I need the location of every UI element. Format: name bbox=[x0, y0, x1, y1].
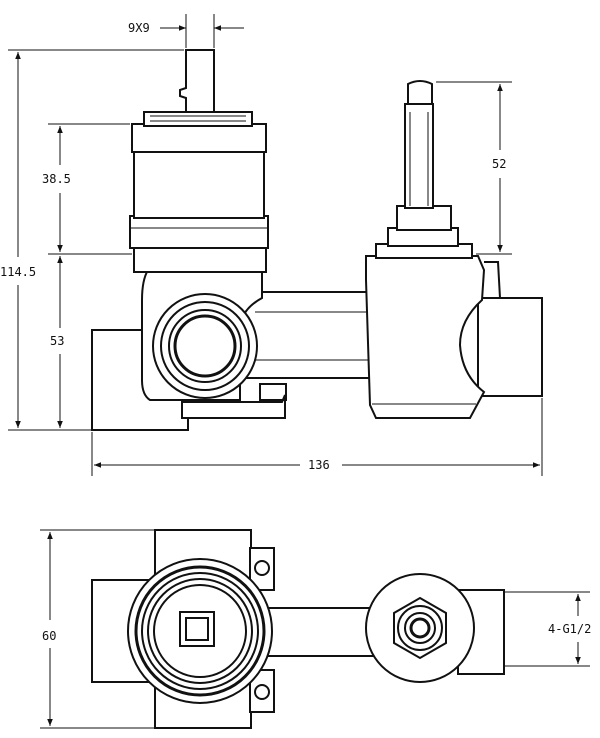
dim-stem-height: 52 bbox=[492, 157, 506, 171]
front-elevation bbox=[91, 49, 543, 431]
cartridge-body bbox=[133, 149, 265, 219]
front-dimensions: 9X9 114.5 38.5 53 52 136 bbox=[0, 14, 543, 476]
plan-mounting-tab-bottom bbox=[249, 669, 275, 713]
dim-base-height: 53 bbox=[50, 334, 64, 348]
connecting-pipe bbox=[239, 291, 376, 379]
mounting-tab bbox=[181, 394, 286, 419]
dim-stem-size: 9X9 bbox=[128, 21, 150, 35]
cartridge-spindle bbox=[179, 49, 215, 113]
plan-view bbox=[91, 529, 505, 729]
dim-plan-depth: 60 bbox=[42, 629, 56, 643]
cartridge-base-ring bbox=[133, 247, 267, 273]
right-valve-body bbox=[365, 255, 486, 419]
plan-dimensions: 60 4-G1/2 bbox=[40, 529, 591, 729]
stem-shaft bbox=[404, 103, 434, 209]
dim-overall-width: 136 bbox=[308, 458, 330, 472]
dim-overall-height: 114.5 bbox=[0, 265, 36, 279]
plan-mounting-tab-top bbox=[249, 547, 275, 591]
right-outlet bbox=[477, 297, 543, 397]
dim-cartridge-height: 38.5 bbox=[42, 172, 71, 186]
dim-ports: 4-G1/2 bbox=[548, 622, 591, 636]
hex-nut bbox=[393, 596, 447, 660]
